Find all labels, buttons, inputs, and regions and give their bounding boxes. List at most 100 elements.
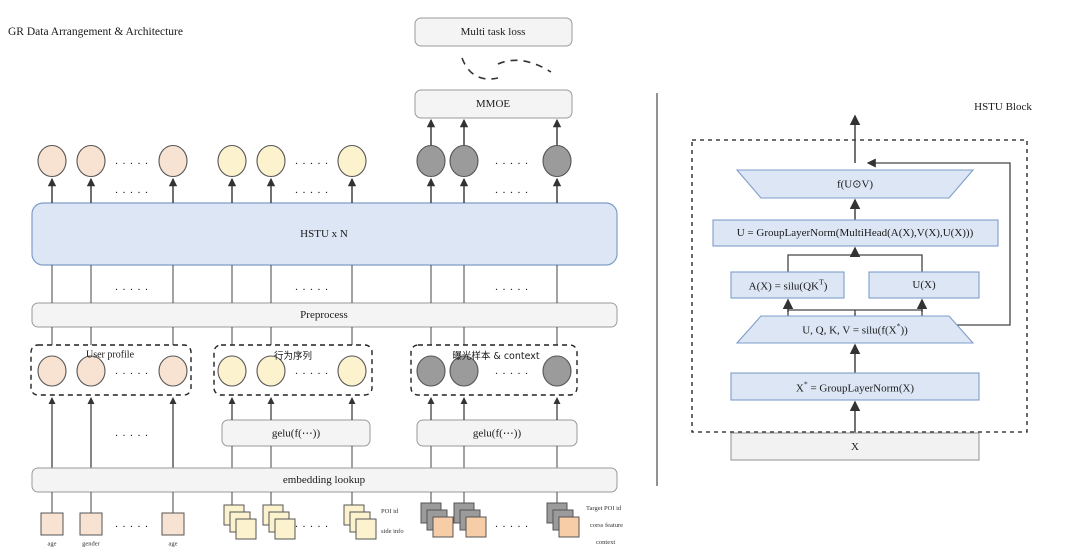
ellipsis-tiles-gray: . . . . . [495,518,529,530]
projection-trapezoid[interactable] [735,315,975,344]
feature-label-age: age [47,540,57,548]
ellipsis-output-peach: . . . . . [115,155,149,167]
output-node-yellow-2[interactable] [256,144,286,178]
dashed-curve-left [461,57,499,80]
projection-head-main: U, Q, K, V = silu(f(X [802,324,897,337]
ellipsis-group-gray: . . . . . [495,365,529,377]
hstu-xn-box[interactable] [31,202,618,266]
feature-label-age-n: age [168,540,178,548]
attention-label: A(X) = silu(QKT) [749,278,828,293]
dashed-curve-right [497,59,552,73]
merge-path-ax-ux [787,254,923,272]
group-box-behavior-sequence[interactable] [213,344,373,396]
embed-node-peach-n[interactable] [158,355,188,387]
hstu-block-title: HSTU Block [974,101,1032,113]
uofx-box[interactable] [868,271,980,299]
group-box-user-profile[interactable] [30,344,192,396]
attention-box[interactable] [730,271,845,299]
embedding-lookup-label: embedding lookup [282,474,366,486]
ellipsis-mid-yellow: . . . . . [295,281,329,293]
group-label-user-profile: User profile [85,349,135,361]
ellipsis-group-yellow: . . . . . [295,365,329,377]
feature-stack-behavior-n[interactable] [343,504,377,540]
uofx-label: U(X) [912,279,936,291]
attention-label-main: A(X) = silu(QK [748,280,819,293]
output-node-peach-1[interactable] [37,144,67,178]
hstu-xn-label: HSTU x N [300,228,348,240]
feature-label-corss-feature: corss feature [590,522,624,529]
output-node-yellow-n[interactable] [337,144,367,178]
output-node-peach-2[interactable] [76,144,106,178]
embed-node-peach-1[interactable] [37,355,67,387]
output-node-yellow-1[interactable] [217,144,247,178]
feature-tile-age[interactable] [40,512,64,536]
output-node-gray-1[interactable] [416,144,446,178]
gelu-box-behavior[interactable] [221,419,371,447]
hstu-block-dashed-container[interactable] [691,139,1028,433]
multi-task-loss-label: Multi task loss [460,26,526,38]
multi-task-loss-box[interactable] [414,17,573,47]
embed-node-yellow-n[interactable] [337,355,367,387]
ellipsis-arrow-yellow: . . . . . [295,184,329,196]
embed-node-yellow-1[interactable] [217,355,247,387]
pre-norm-sup: * [803,379,808,389]
embed-node-yellow-2[interactable] [256,355,286,387]
ellipsis-output-yellow: . . . . . [295,155,329,167]
projection-head-tail: )) [900,324,908,337]
projection-head-sup: * [896,321,901,331]
feature-label-poi-id: POI id [381,508,399,515]
feature-stack-target-2[interactable] [453,502,487,538]
embed-node-peach-2[interactable] [76,355,106,387]
feature-label-side-info: side info [381,528,404,535]
output-gate-trapezoid[interactable] [735,169,975,199]
group-box-exposure-context[interactable] [410,344,578,396]
output-node-gray-2[interactable] [449,144,479,178]
output-node-peach-n[interactable] [158,144,188,178]
ellipsis-user-column: . . . . . [115,427,149,439]
group-layer-norm-multihead-box[interactable] [712,219,999,247]
feature-stack-target-n[interactable] [546,502,580,538]
ellipsis-mid-peach: . . . . . [115,281,149,293]
feature-tile-age-n[interactable] [161,512,185,536]
ellipsis-mid-gray: . . . . . [495,281,529,293]
attention-label-sup: T [819,277,824,287]
feature-stack-behavior-2[interactable] [262,504,296,540]
group-label-exposure-context: 曝光样本 & context [452,351,540,362]
feature-label-target-poi-id: Target POI id [586,505,622,512]
pre-norm-box[interactable] [730,372,980,401]
ellipsis-output-gray: . . . . . [495,155,529,167]
projection-head-label: U, Q, K, V = silu(f(X*)) [802,322,908,337]
preprocess-box[interactable] [31,302,618,328]
pre-norm-label: X* = GroupLayerNorm(X) [796,380,914,395]
ellipsis-tiles-yellow: . . . . . [295,518,329,530]
output-node-gray-n[interactable] [542,144,572,178]
gelu-box-target[interactable] [416,419,578,447]
input-x-box[interactable] [730,432,980,461]
output-gate-label: f(U⊙V) [836,178,874,191]
feature-label-context: context [596,539,616,546]
embed-node-gray-2[interactable] [449,355,479,387]
feature-stack-behavior-1[interactable] [223,504,257,540]
pre-norm-tail: = GroupLayerNorm(X) [807,382,915,395]
page-title: GR Data Arrangement & Architecture [8,26,183,38]
attention-label-tail: ) [823,280,828,293]
mmoe-box[interactable] [414,89,573,119]
ellipsis-tiles-peach: . . . . . [115,518,149,530]
embed-node-gray-1[interactable] [416,355,446,387]
embedding-lookup-box[interactable] [31,467,618,493]
ellipsis-arrow-gray: . . . . . [495,184,529,196]
preprocess-label: Preprocess [300,309,348,321]
embed-node-gray-n[interactable] [542,355,572,387]
gelu-target-label: gelu(f(⋯)) [472,427,522,440]
ellipsis-group-peach: . . . . . [115,365,149,377]
gelu-behavior-label: gelu(f(⋯)) [271,427,321,440]
mmoe-label: MMOE [475,98,511,110]
input-x-label: X [851,441,859,453]
feature-label-gender: gender [82,540,100,548]
feature-tile-gender[interactable] [79,512,103,536]
group-label-behavior-sequence: 行为序列 [273,351,313,362]
feature-stack-target-1[interactable] [420,502,454,538]
ellipsis-arrow-peach: . . . . . [115,184,149,196]
